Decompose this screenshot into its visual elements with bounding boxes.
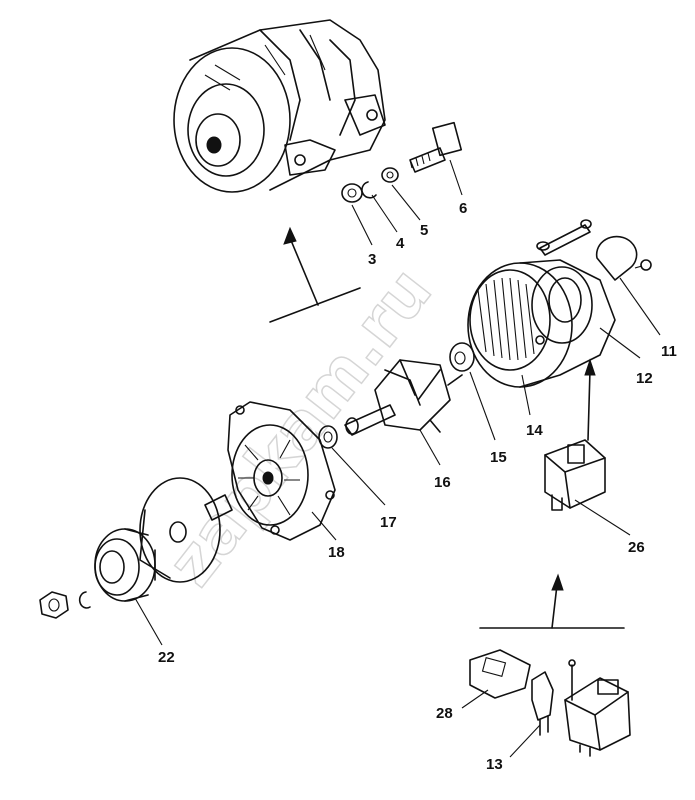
regulator-assembly-bottom [564, 659, 631, 757]
rotor-part-16 [344, 359, 463, 466]
cover-part-11 [536, 219, 652, 281]
leader-lines-top [351, 159, 463, 246]
nut-and-washer [39, 591, 91, 619]
leader-lines-right [469, 277, 661, 441]
part-label-5: 5 [420, 222, 428, 239]
part-label-14: 14 [526, 422, 543, 439]
part-label-26: 26 [628, 539, 645, 556]
part-label-28: 28 [436, 705, 453, 722]
regulator-arrow [584, 358, 596, 441]
part-label-16: 16 [434, 474, 451, 491]
nut-washer-group [341, 121, 463, 203]
part-label-15: 15 [490, 449, 507, 466]
stator-part-14 [467, 259, 616, 388]
part-label-17: 17 [380, 514, 397, 531]
part-label-4: 4 [396, 235, 405, 252]
bearing-part-15 [449, 342, 475, 372]
brush-holder-part-13 [509, 671, 554, 758]
part-label-3: 3 [368, 251, 376, 268]
regulator-part-26 [544, 439, 631, 536]
assembly-arrow-top [269, 226, 361, 323]
washer-part-17 [318, 425, 386, 506]
fan-disc [139, 477, 233, 583]
alternator-assembly [173, 19, 386, 193]
part-label-12: 12 [636, 370, 653, 387]
brush-plate-part-28 [461, 649, 531, 709]
part-label-22: 22 [158, 649, 175, 666]
part-label-11: 11 [661, 343, 677, 360]
bottom-assembly-arrow [479, 573, 625, 629]
part-label-13: 13 [486, 756, 503, 773]
part-label-6: 6 [459, 200, 467, 217]
pulley-part-22 [94, 528, 163, 646]
housing-part-18 [227, 401, 337, 541]
part-label-18: 18 [328, 544, 345, 561]
